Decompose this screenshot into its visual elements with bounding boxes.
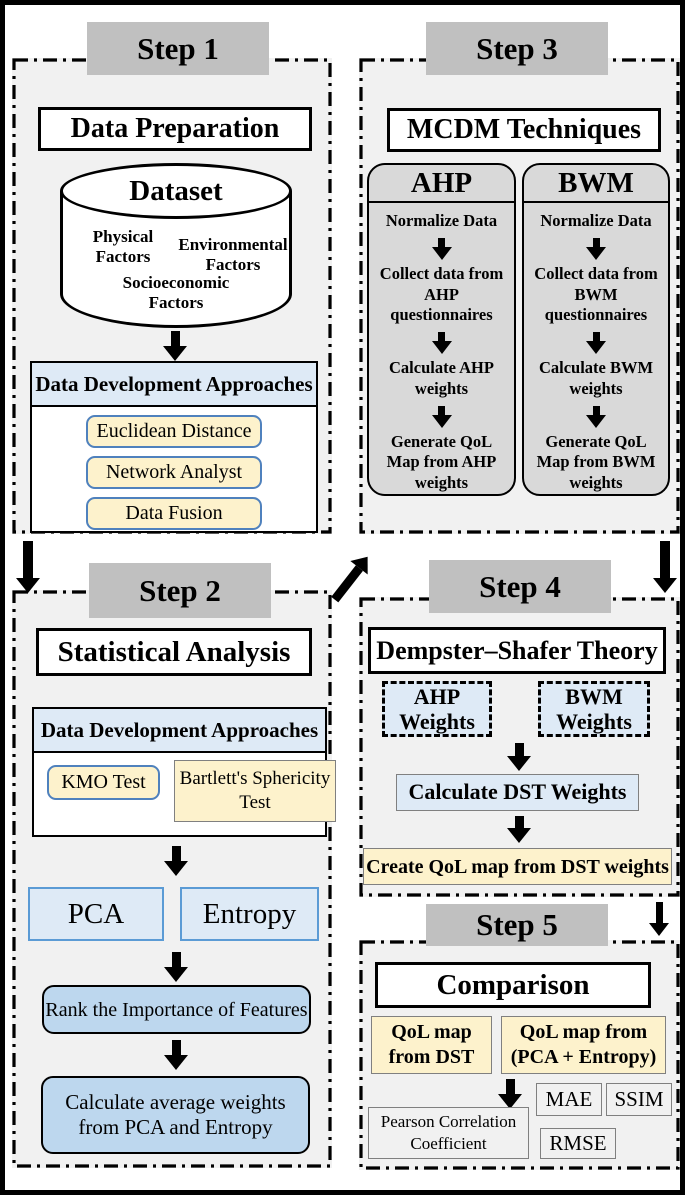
arrow-down-icon [586, 332, 606, 355]
arrow-down-icon [431, 238, 452, 260]
pca-box: PCA [28, 887, 164, 941]
data-fusion-box: Data Fusion [86, 497, 262, 530]
ahp-step: Normalize Data [385, 211, 498, 231]
comparison-title: Comparison [375, 962, 651, 1008]
step1-panel: Data Preparation Dataset Physical Factor… [12, 58, 332, 534]
step5-header: Step 5 [426, 904, 608, 946]
ahp-column: AHP Normalize Data Collect data from AHP… [367, 163, 516, 496]
step3-panel: MCDM Techniques AHP Normalize Data Colle… [359, 58, 680, 534]
factor-physical: Physical Factors [92, 227, 154, 266]
step1-dda-header: Data Development Approaches [32, 363, 316, 407]
arrow-down-icon [163, 331, 187, 361]
mcdm-columns: AHP Normalize Data Collect data from AHP… [367, 163, 670, 496]
average-weights-box: Calculate average weights from PCA and E… [41, 1076, 310, 1154]
network-analyst-box: Network Analyst [86, 456, 262, 489]
qol-map-pca-entropy-box: QoL map from (PCA + Entropy) [501, 1016, 666, 1074]
entropy-box: Entropy [180, 887, 319, 941]
ahp-step: Calculate AHP weights [389, 358, 494, 398]
bwm-column: BWM Normalize Data Collect data from BWM… [522, 163, 670, 496]
arrow-down-icon [164, 846, 188, 876]
factor-environmental: Environmental Factors [178, 235, 288, 274]
step2-header: Step 2 [89, 563, 271, 618]
bwm-step: Generate QoL Map from BWM weights [536, 431, 656, 493]
bwm-step: Normalize Data [540, 211, 652, 231]
ahp-weights-box: AHP Weights [382, 681, 492, 737]
arrow-down-icon [431, 405, 452, 428]
arrow-down-icon [164, 1040, 188, 1070]
qol-map-dst-box: QoL map from DST [371, 1016, 492, 1074]
arrow-down-icon [586, 238, 606, 260]
bwm-step: Collect data from BWM questionnaires [534, 263, 658, 325]
calculate-dst-weights-box: Calculate DST Weights [396, 774, 639, 811]
rank-importance-box: Rank the Importance of Features [42, 985, 311, 1034]
arrow-down-icon [164, 952, 188, 982]
arrow-down-icon [507, 816, 531, 843]
ahp-column-header: AHP [369, 165, 514, 204]
bwm-step: Calculate BWM weights [538, 358, 654, 398]
arrow-down-icon [431, 332, 452, 355]
arrow-down-icon [507, 743, 531, 771]
mcdm-techniques-title: MCDM Techniques [387, 108, 661, 152]
ahp-step: Generate QoL Map from AHP weights [386, 431, 497, 493]
step2-dda-box: Data Development Approaches KMO Test Bar… [32, 707, 336, 837]
dataset-cylinder-top: Dataset [60, 163, 292, 219]
arrow-down-icon [498, 1079, 522, 1109]
bartlett-test-box: Bartlett's Sphericity Test [174, 760, 336, 822]
rmse-box: RMSE [540, 1128, 616, 1159]
step3-header: Step 3 [426, 22, 608, 75]
ssim-box: SSIM [606, 1083, 672, 1116]
arrow-step4-to-step5-icon [649, 902, 669, 936]
factor-socioeconomic: Socioeconomic Factors [122, 273, 230, 312]
step1-dda-box: Data Development Approaches Euclidean Di… [30, 361, 318, 533]
mae-box: MAE [536, 1083, 602, 1116]
dataset-title: Dataset [129, 174, 223, 207]
dempster-shafer-title: Dempster–Shafer Theory [368, 627, 666, 674]
ahp-step: Collect data from AHP questionnaires [379, 263, 504, 325]
step1-header: Step 1 [87, 22, 269, 75]
arrow-down-icon [586, 405, 606, 428]
data-preparation-title: Data Preparation [38, 107, 312, 151]
step2-dda-header: Data Development Approaches [34, 709, 325, 753]
step2-dda-body: KMO Test Bartlett's Sphericity Test [34, 753, 336, 837]
euclidean-distance-box: Euclidean Distance [86, 415, 262, 448]
step4-header: Step 4 [429, 560, 611, 613]
bwm-column-header: BWM [524, 165, 668, 204]
create-qol-map-box: Create QoL map from DST weights [363, 848, 672, 885]
dataset-cylinder: Dataset Physical Factors Environmental F… [60, 163, 292, 328]
arrow-step3-to-step4-icon [652, 541, 678, 593]
arrow-step1-to-step2-icon [15, 541, 41, 593]
step1-dda-body: Euclidean Distance Network Analyst Data … [32, 407, 316, 530]
step5-panel: Comparison QoL map from DST QoL map from… [359, 940, 680, 1170]
step2-panel: Statistical Analysis Data Development Ap… [12, 590, 336, 1168]
kmo-test-box: KMO Test [47, 765, 160, 800]
statistical-analysis-title: Statistical Analysis [36, 628, 312, 676]
pearson-correlation-box: Pearson Correlation Coefficient [368, 1107, 529, 1159]
bwm-weights-box: BWM Weights [538, 681, 650, 737]
step4-panel: Dempster–Shafer Theory AHP Weights BWM W… [359, 597, 680, 897]
